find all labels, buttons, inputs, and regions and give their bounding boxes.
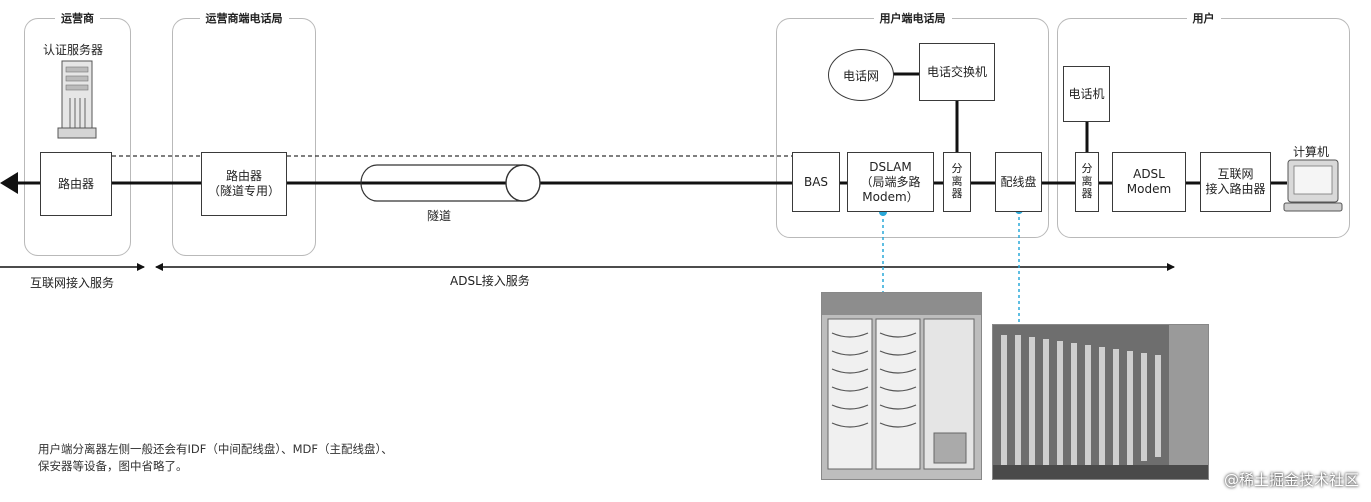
- watermark: @稀土掘金技术社区: [1223, 471, 1359, 489]
- splitter-office-box: 分 离 器: [943, 152, 971, 212]
- region-user: 用户: [1057, 12, 1350, 238]
- region-carrier-office-title: 运营商端电话局: [199, 12, 289, 25]
- distribution-frame-photo: [992, 324, 1209, 480]
- telephone-box: 电话机: [1063, 66, 1110, 122]
- region-carrier-title: 运营商: [55, 12, 100, 25]
- adsl-service-label: ADSL接入服务: [450, 274, 530, 288]
- splitter-user-box: 分 离 器: [1075, 152, 1099, 212]
- auth-server-label: 认证服务器: [43, 43, 104, 57]
- region-carrier: 运营商: [24, 12, 131, 256]
- tunnel-cylinder: [360, 164, 541, 202]
- dslam-box: DSLAM （局端多路 Modem）: [847, 152, 934, 212]
- adsl-modem-box: ADSL Modem: [1112, 152, 1186, 212]
- internet-service-label: 互联网接入服务: [30, 276, 115, 290]
- internet-arrowhead: [0, 172, 18, 194]
- bas-box: BAS: [792, 152, 840, 212]
- router-carrier-box: 路由器: [40, 152, 112, 216]
- server-icon: [57, 60, 97, 139]
- region-user-office: 用户端电话局: [776, 12, 1049, 238]
- phone-switch-box: 电话交换机: [919, 43, 995, 101]
- region-user-office-title: 用户端电话局: [873, 12, 952, 25]
- distribution-frame-box: 配线盘: [995, 152, 1042, 212]
- computer-label: 计算机: [1293, 145, 1330, 159]
- region-user-title: 用户: [1186, 12, 1221, 25]
- region-carrier-office: 运营商端电话局: [172, 12, 316, 256]
- phone-network-ellipse: 电话网: [828, 49, 894, 101]
- dslam-equipment-photo: [821, 292, 982, 480]
- internet-router-box: 互联网 接入路由器: [1200, 152, 1271, 212]
- tunnel-label: 隧道: [427, 209, 452, 223]
- computer-icon: [1283, 159, 1343, 212]
- footnote: 用户端分离器左侧一般还会有IDF（中间配线盘）、MDF（主配线盘）、 保安器等设…: [38, 442, 393, 473]
- router-tunnel-box: 路由器 （隧道专用）: [201, 152, 287, 216]
